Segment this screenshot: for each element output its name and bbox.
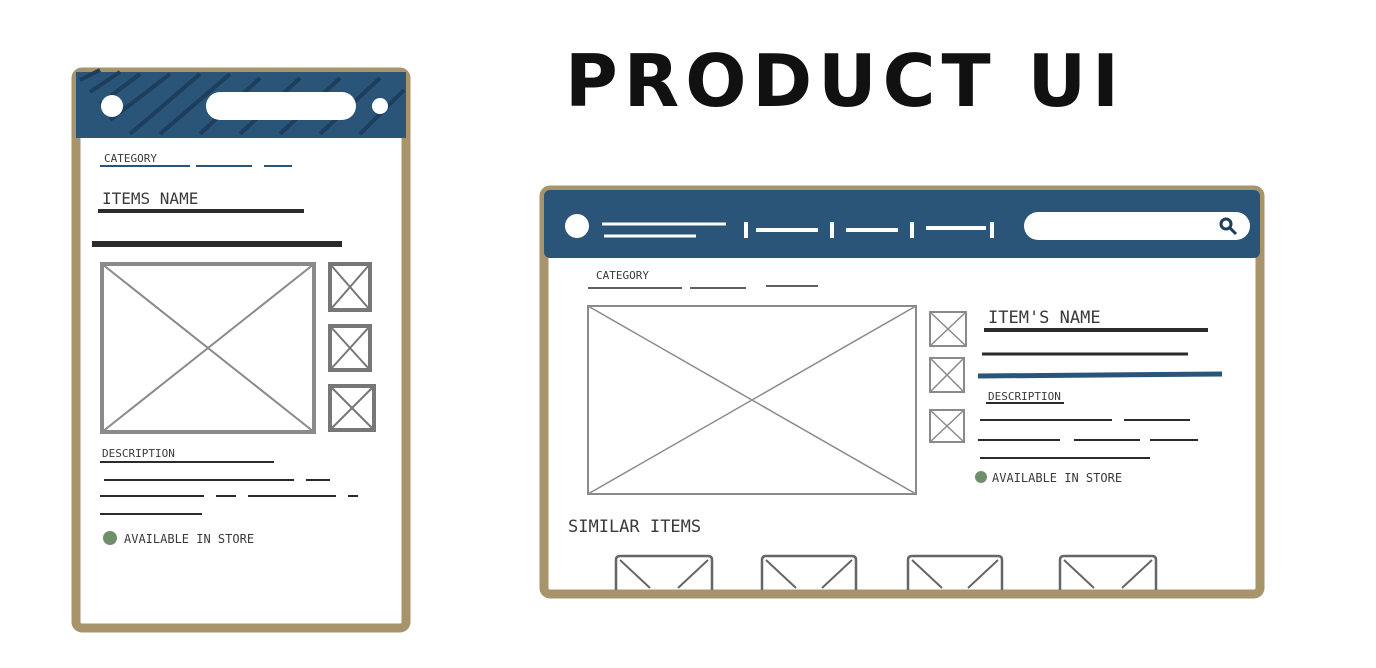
mobile-breadcrumb[interactable]: CATEGORY bbox=[104, 152, 157, 165]
desktop-nav bbox=[744, 222, 994, 238]
thumbnail-placeholder-icon bbox=[929, 357, 965, 393]
mobile-image-placeholder-icon bbox=[101, 263, 315, 433]
mobile-thumbnail-2[interactable] bbox=[328, 324, 372, 372]
mobile-thumbnail-1[interactable] bbox=[328, 262, 372, 312]
thumbnail-frame bbox=[328, 324, 372, 372]
desktop-thumbnail-1[interactable] bbox=[929, 311, 967, 347]
similar-item-card-3[interactable] bbox=[906, 554, 1004, 590]
thumbnail-placeholder-icon bbox=[329, 325, 371, 371]
similar-item-frame bbox=[906, 554, 1004, 590]
thumbnail-frame bbox=[929, 357, 965, 393]
thumbnail-frame bbox=[328, 384, 376, 432]
desktop-breadcrumb[interactable]: CATEGORY bbox=[596, 269, 649, 282]
similar-item-placeholder-icon bbox=[765, 559, 853, 589]
mobile-logo[interactable] bbox=[101, 95, 123, 117]
desktop-main-image[interactable] bbox=[587, 305, 917, 495]
desktop-search-input[interactable] bbox=[1024, 212, 1250, 240]
mobile-main-image[interactable] bbox=[100, 262, 316, 434]
desktop-thumbnail-3[interactable] bbox=[929, 409, 965, 443]
mobile-availability-label: AVAILABLE IN STORE bbox=[124, 532, 254, 546]
similar-item-frame bbox=[1058, 554, 1158, 590]
thumbnail-placeholder-icon bbox=[329, 385, 375, 431]
similar-item-card-1[interactable] bbox=[614, 554, 714, 590]
desktop-availability-dot bbox=[975, 471, 987, 483]
thumbnail-placeholder-icon bbox=[929, 409, 965, 443]
mobile-item-name: ITEMS NAME bbox=[102, 189, 198, 208]
mobile-search-input[interactable] bbox=[206, 92, 356, 120]
mobile-description-lines bbox=[100, 461, 358, 515]
desktop-description-label: DESCRIPTION bbox=[988, 390, 1061, 403]
similar-item-placeholder-icon bbox=[1063, 559, 1153, 589]
thumbnail-placeholder-icon bbox=[929, 311, 967, 347]
desktop-availability-label: AVAILABLE IN STORE bbox=[992, 471, 1122, 485]
mobile-availability-dot bbox=[103, 531, 117, 545]
thumbnail-frame bbox=[929, 311, 967, 347]
thumbnail-frame bbox=[929, 409, 965, 443]
search-icon[interactable] bbox=[1219, 217, 1238, 236]
desktop-logo[interactable] bbox=[565, 214, 589, 238]
page-title: PRODUCT UI bbox=[565, 39, 1125, 123]
mobile-wireframe: CATEGORY ITEMS NAME DESCRIPTION AVAILABL… bbox=[71, 67, 411, 633]
similar-item-card-4[interactable] bbox=[1058, 554, 1158, 590]
desktop-wireframe: CATEGORY ITEM'S NAME DESCRIPTION AVAILAB… bbox=[539, 185, 1265, 599]
similar-item-placeholder-icon bbox=[619, 559, 709, 589]
mobile-thumbnail-3[interactable] bbox=[328, 384, 376, 432]
mobile-description-label: DESCRIPTION bbox=[102, 447, 175, 460]
desktop-header bbox=[544, 190, 1260, 258]
desktop-header-bar bbox=[544, 190, 1260, 258]
similar-item-frame bbox=[614, 554, 714, 590]
desktop-similar-items-heading: SIMILAR ITEMS bbox=[568, 517, 701, 537]
thumbnail-frame bbox=[328, 262, 372, 312]
desktop-thumbnail-2[interactable] bbox=[929, 357, 965, 393]
thumbnail-placeholder-icon bbox=[329, 263, 371, 311]
desktop-description-lines bbox=[978, 402, 1198, 459]
mobile-header bbox=[76, 68, 406, 138]
similar-item-card-2[interactable] bbox=[760, 554, 858, 590]
desktop-brand-text bbox=[602, 222, 726, 238]
desktop-image-frame bbox=[587, 305, 917, 495]
similar-item-placeholder-icon bbox=[911, 559, 999, 589]
mobile-image-frame bbox=[100, 262, 316, 434]
desktop-price-line bbox=[977, 371, 1223, 379]
desktop-image-placeholder-icon bbox=[587, 305, 917, 495]
desktop-item-name: ITEM'S NAME bbox=[988, 308, 1101, 328]
mobile-menu-icon[interactable] bbox=[372, 98, 388, 114]
similar-item-frame bbox=[760, 554, 858, 590]
desktop-breadcrumb-trail bbox=[588, 285, 818, 289]
